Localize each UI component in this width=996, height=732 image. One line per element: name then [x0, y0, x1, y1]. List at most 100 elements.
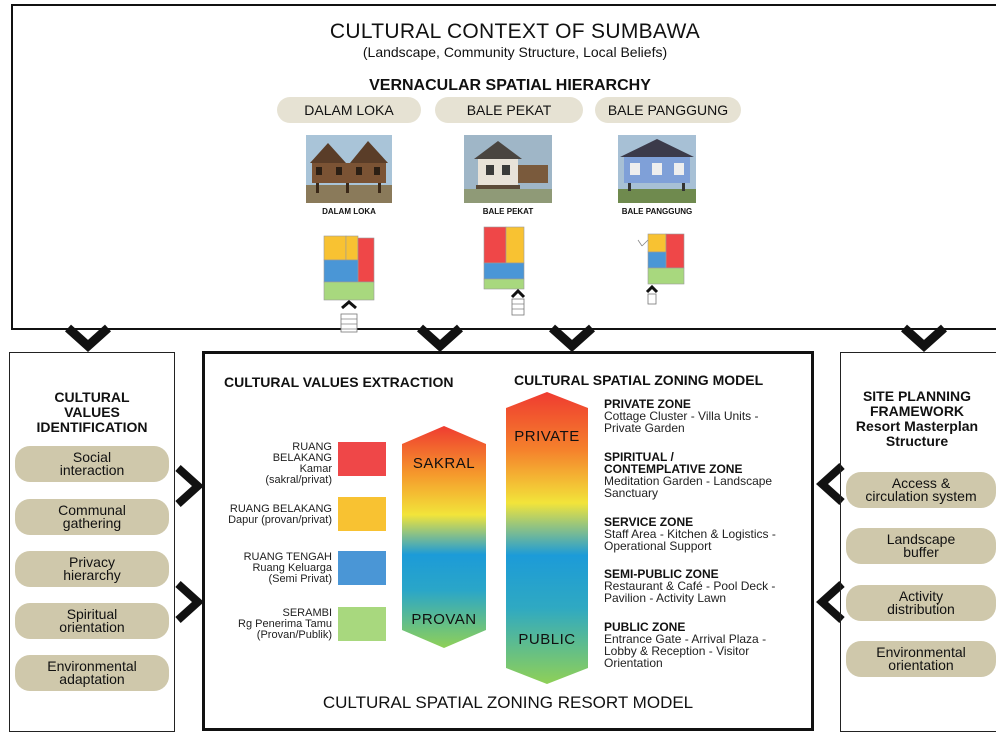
zone-name: CONTEMPLATIVE ZONE	[604, 462, 743, 476]
label-line: Ruang Keluarga	[252, 562, 332, 574]
zone-desc-line: Entrance Gate - Arrival Plaza -	[604, 632, 767, 646]
item-line: distribution	[887, 601, 955, 617]
item-line: Activity	[898, 588, 944, 604]
zone-name: PUBLIC ZONE	[604, 620, 686, 634]
house-label-bale-pekat: BALE PEKAT	[435, 97, 583, 123]
arrow-top-label: PRIVATE	[514, 428, 580, 445]
page-title: CULTURAL CONTEXT OF SUMBAWA	[329, 20, 701, 43]
page-subtitle: (Landscape, Community Structure, Local B…	[362, 44, 668, 60]
zone-name: SPIRITUAL /	[604, 450, 674, 464]
zone-desc-line: Private Garden	[604, 421, 685, 435]
right-title-line: Structure	[885, 433, 949, 449]
swatch-semi-privat	[338, 551, 386, 585]
bale-pekat-photo	[464, 135, 552, 203]
gradient-bottom-label: PROVAN	[411, 611, 477, 628]
zone-desc-line: Cottage Cluster - Villa Units -	[604, 409, 759, 423]
zone-public: PUBLIC ZONE Entrance Gate - Arrival Plaz…	[604, 621, 814, 669]
zone-service: SERVICE ZONE Staff Area - Kitchen & Logi…	[604, 516, 814, 552]
item-line: Landscape	[886, 531, 956, 547]
label-line: RUANG	[292, 441, 332, 453]
label-line: (Provan/Publik)	[256, 629, 332, 641]
zone-name: PRIVATE ZONE	[604, 397, 691, 411]
gradient-top-label: SAKRAL	[412, 455, 476, 472]
sakral-provan-gradient	[402, 426, 486, 648]
bale-panggung-photo	[618, 135, 696, 203]
zone-name: SEMI-PUBLIC ZONE	[604, 567, 719, 581]
zone-desc-line: Orientation	[604, 656, 663, 670]
item-line: Spiritual	[66, 606, 118, 622]
down-chevron-icon	[548, 324, 596, 353]
dalam-loka-photo	[306, 135, 392, 203]
cultural-context-frame	[11, 4, 996, 330]
right-chevron-icon	[175, 581, 204, 623]
item-line: gathering	[62, 515, 122, 531]
label-line: (Semi Privat)	[268, 573, 332, 585]
label-line: (sakral/privat)	[265, 474, 332, 486]
zone-desc-line: Operational Support	[604, 539, 712, 553]
bale-panggung-floor-plan	[637, 233, 685, 305]
item-line: adaptation	[59, 671, 125, 687]
down-chevron-icon	[416, 324, 464, 353]
item-line: orientation	[888, 657, 954, 673]
bale-panggung-caption: BALE PANGGUNG	[621, 207, 693, 216]
label-line: SERAMBI	[282, 607, 332, 619]
right-panel-title: SITE PLANNING FRAMEWORK Resort Masterpla…	[840, 389, 994, 449]
left-title-line: VALUES	[64, 404, 120, 420]
zone-desc-line: Meditation Garden - Landscape	[604, 474, 773, 488]
item-line: Privacy	[69, 554, 115, 570]
left-chevron-icon	[816, 463, 845, 505]
label-line: Rg Penerima Tamu	[238, 618, 332, 630]
left-panel-title: CULTURAL VALUES IDENTIFICATION	[9, 390, 175, 435]
extraction-title: CULTURAL VALUES EXTRACTION	[224, 374, 454, 390]
item-line: Access &	[891, 475, 951, 491]
house-label-bale-panggung: BALE PANGGUNG	[595, 97, 741, 123]
right-title-line: Resort Masterplan	[855, 418, 979, 434]
zone-semi-public: SEMI-PUBLIC ZONE Restaurant & Café - Poo…	[604, 568, 814, 604]
value-label-ruang-belakang-kamar: RUANG BELAKANG Kamar (sakral/privat)	[200, 442, 332, 486]
framework-item-access-circulation: Access &circulation system	[846, 472, 996, 508]
label-line: BELAKANG	[272, 452, 332, 464]
right-title-line: FRAMEWORK	[869, 403, 965, 419]
zone-name: SERVICE ZONE	[604, 515, 694, 529]
item-line: circulation system	[865, 488, 977, 504]
zone-desc-line: Staff Area - Kitchen & Logistics -	[604, 527, 776, 541]
left-title-line: IDENTIFICATION	[36, 419, 148, 435]
item-line: Social	[72, 449, 112, 465]
item-line: orientation	[59, 619, 125, 635]
label-line: RUANG TENGAH	[243, 551, 332, 563]
hierarchy-title: VERNACULAR SPATIAL HIERARCHY	[369, 77, 651, 94]
zone-desc-line: Restaurant & Café - Pool Deck -	[604, 579, 776, 593]
down-chevron-icon	[64, 324, 112, 353]
arrow-bottom-label: PUBLIC	[518, 631, 576, 648]
swatch-provan-publik	[338, 607, 386, 641]
dalam-loka-caption: DALAM LOKA	[322, 207, 376, 216]
right-chevron-icon	[175, 465, 204, 507]
house-label-dalam-loka: DALAM LOKA	[277, 97, 421, 123]
bale-pekat-floor-plan	[483, 226, 526, 316]
label-line: Kamar	[299, 463, 332, 475]
zoning-title: CULTURAL SPATIAL ZONING MODEL	[514, 372, 764, 388]
label-line: RUANG BELAKANG	[229, 503, 332, 515]
zone-private: PRIVATE ZONE Cottage Cluster - Villa Uni…	[604, 398, 814, 434]
value-label-serambi: SERAMBI Rg Penerima Tamu (Provan/Publik)	[200, 608, 332, 641]
zone-spiritual-contemplative: SPIRITUAL / CONTEMPLATIVE ZONE Meditatio…	[604, 451, 814, 499]
item-line: hierarchy	[63, 567, 121, 583]
bale-pekat-caption: BALE PEKAT	[482, 207, 534, 216]
zone-desc-line: Sanctuary	[604, 486, 659, 500]
item-line: buffer	[903, 544, 939, 560]
private-public-gradient	[506, 392, 588, 684]
left-title-line: CULTURAL	[54, 389, 130, 405]
right-title-line: SITE PLANNING	[862, 388, 972, 404]
item-line: Communal	[58, 502, 126, 518]
zone-desc-line: Pavilion - Activity Lawn	[604, 591, 727, 605]
item-line: interaction	[59, 462, 125, 478]
item-line: Environmental	[47, 658, 137, 674]
